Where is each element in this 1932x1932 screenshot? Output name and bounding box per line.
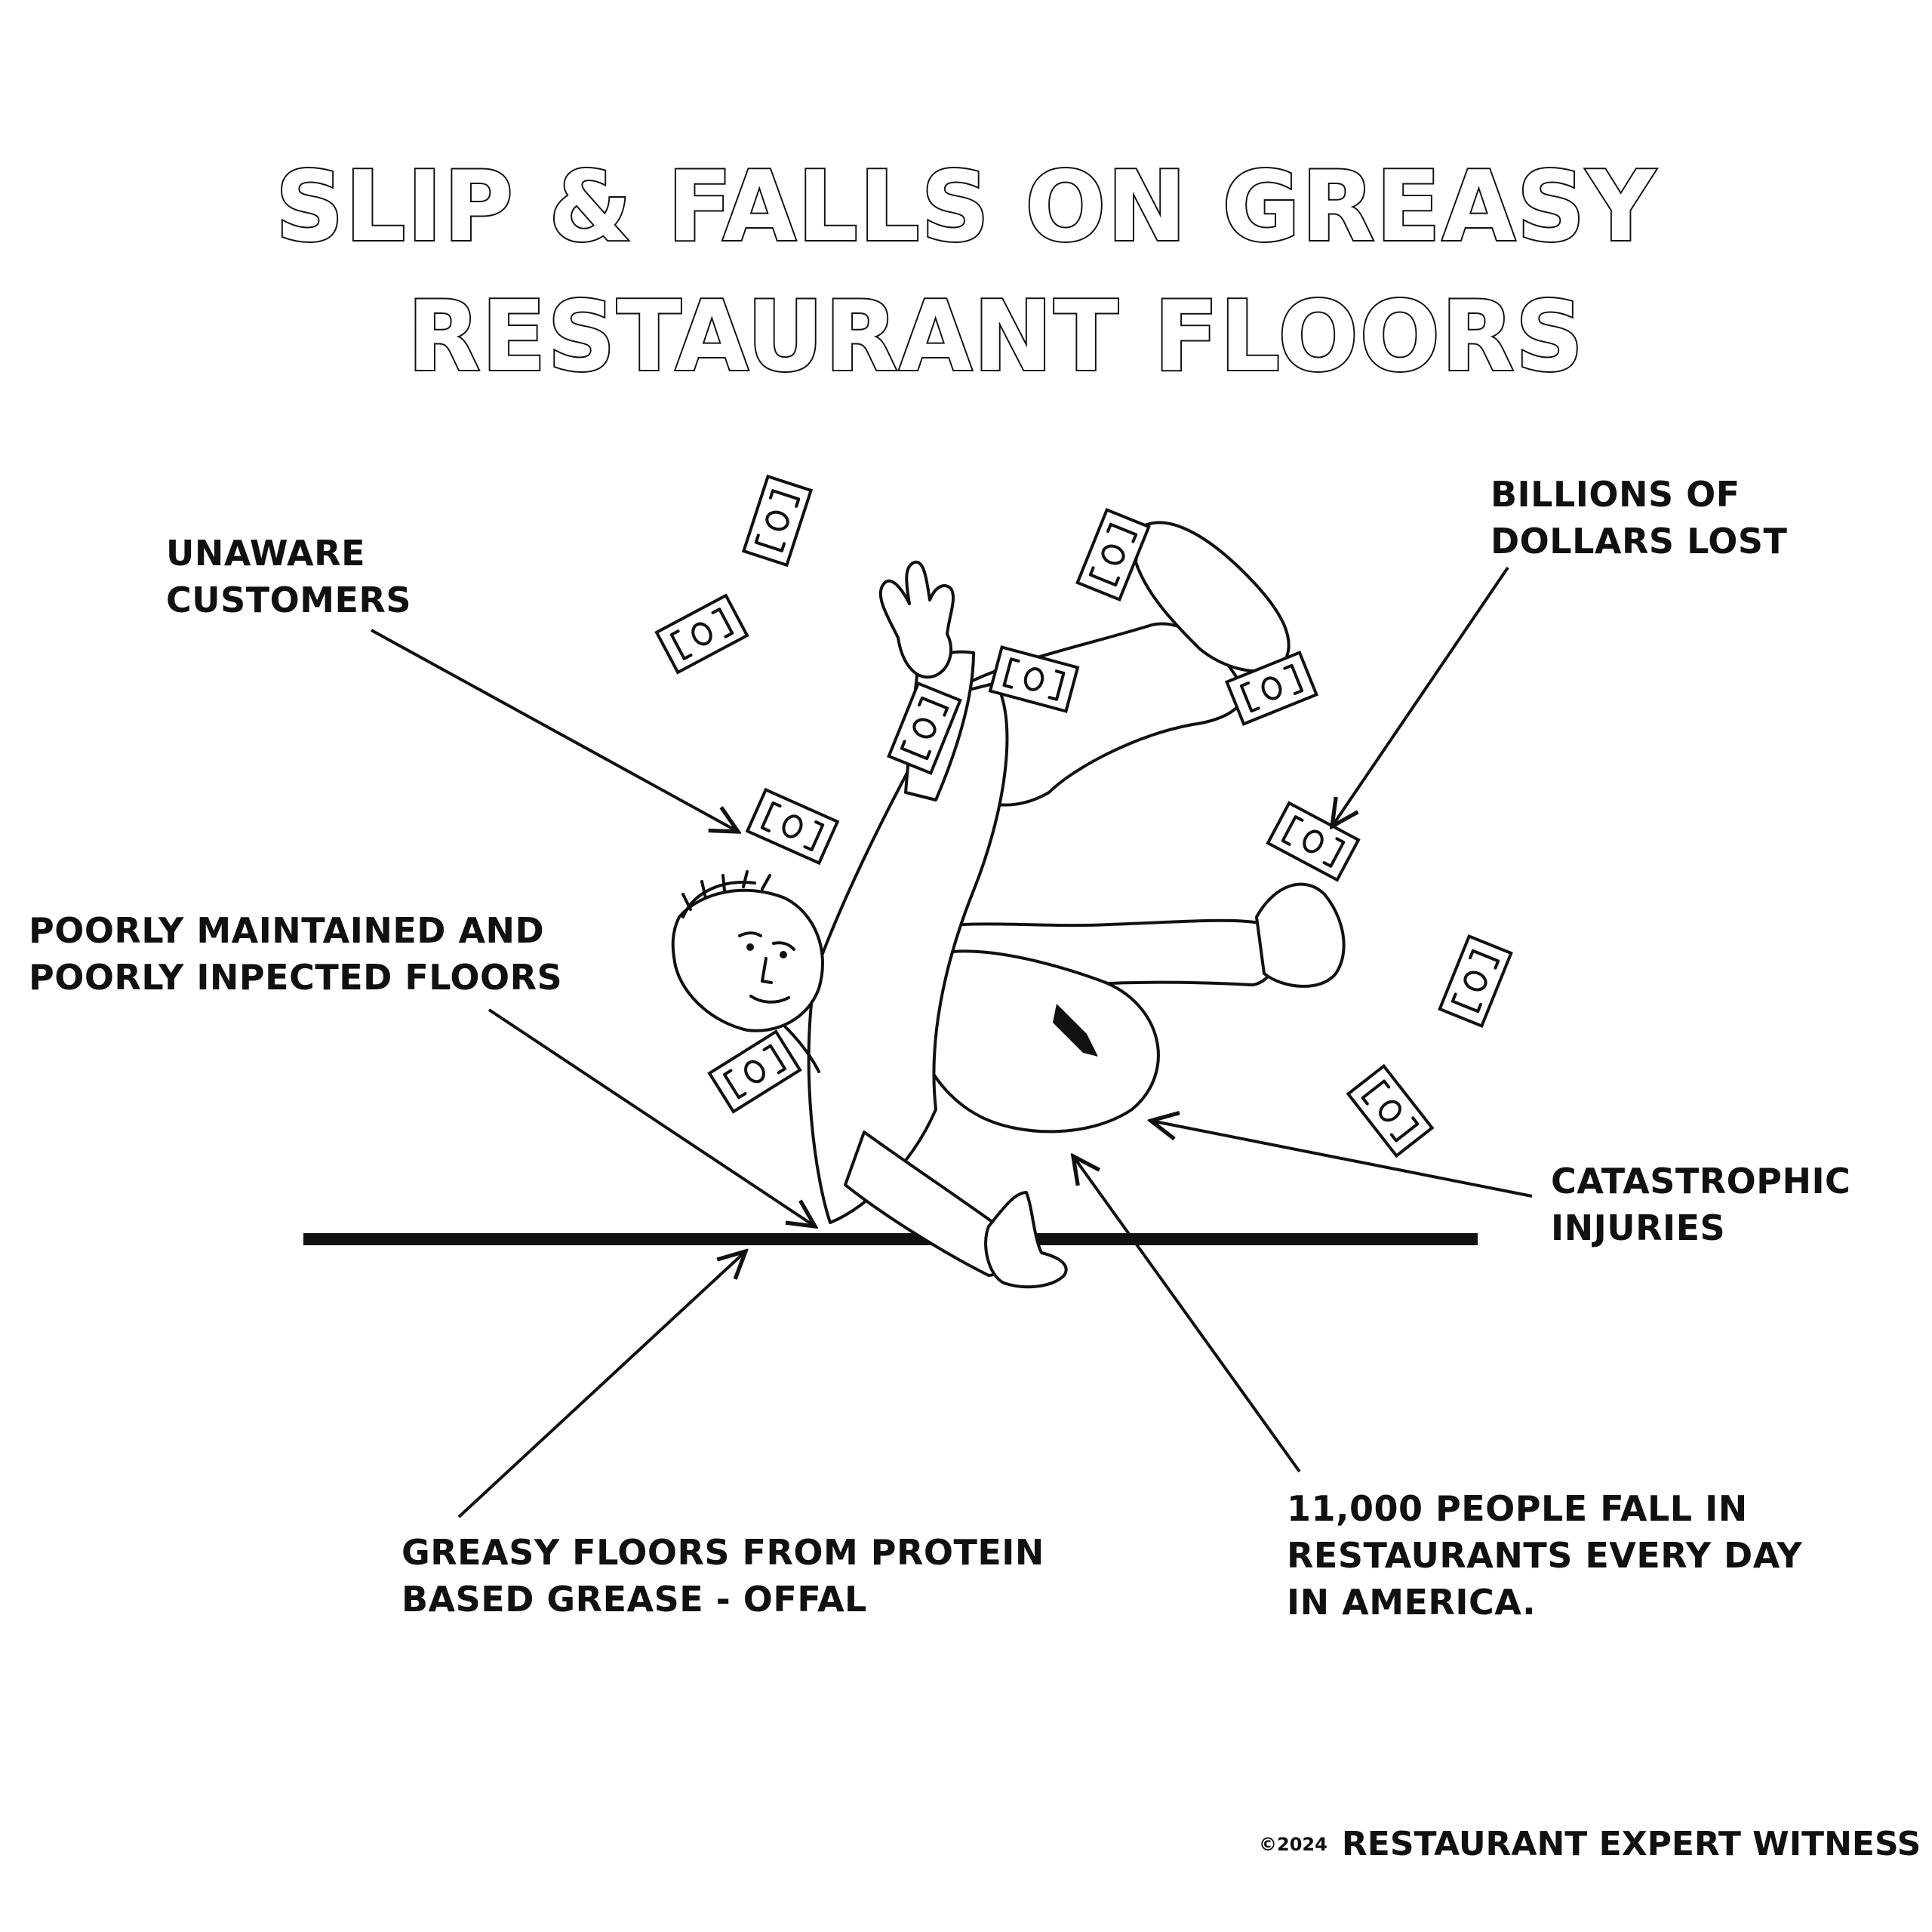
dollar-bill-icon	[1346, 1064, 1434, 1158]
title-line-2: RESTAURANT FLOORS	[408, 281, 1585, 393]
callout-line: BASED GREASE - OFFAL	[401, 1579, 867, 1620]
callout-catastrophic-injuries: CATASTROPHIC INJURIES	[1551, 1158, 1850, 1251]
callout-billions-lost: BILLIONS OF DOLLARS LOST	[1491, 471, 1787, 565]
arrow-unaware-customers	[371, 629, 738, 832]
dollar-bill-icon	[1075, 508, 1151, 601]
callout-greasy-floors: GREASY FLOORS FROM PROTEIN BASED GREASE …	[401, 1529, 1044, 1623]
arrow-billions-lost	[1332, 566, 1509, 826]
dollar-bill-icon	[1268, 803, 1358, 880]
callout-line: UNAWARE	[166, 533, 366, 574]
arrow-catastrophic-injuries	[1151, 1121, 1533, 1198]
dollar-bill-icon	[742, 475, 813, 567]
callout-line: BILLIONS OF	[1491, 474, 1740, 515]
dollar-bill-icon	[1438, 934, 1513, 1028]
arrow-falls-per-day	[1073, 1156, 1301, 1473]
copyright-year: ©2024	[1259, 1833, 1327, 1855]
callout-falls-per-day: 11,000 PEOPLE FALL IN RESTAURANTS EVERY …	[1287, 1485, 1802, 1626]
footer-credit: ©2024 RESTAURANT EXPERT WITNESS	[1259, 1825, 1921, 1863]
brand-name: RESTAURANT EXPERT WITNESS	[1341, 1825, 1921, 1863]
dollar-bill-icon	[746, 788, 839, 865]
callout-line: CATASTROPHIC	[1551, 1161, 1851, 1201]
callout-line: IN AMERICA.	[1287, 1582, 1537, 1623]
dollar-bill-icon	[708, 1030, 801, 1113]
dollar-bill-icon	[657, 595, 747, 672]
falling-man	[671, 521, 1346, 1289]
arrow-poorly-maintained	[488, 1008, 815, 1226]
callout-line: 11,000 PEOPLE FALL IN	[1287, 1488, 1748, 1529]
callout-unaware-customers: UNAWARE CUSTOMERS	[166, 530, 411, 623]
callout-line: DOLLARS LOST	[1491, 521, 1788, 561]
callout-arrows	[371, 566, 1533, 1518]
callout-line: INJURIES	[1551, 1208, 1726, 1248]
callout-line: POORLY MAINTAINED AND	[29, 910, 545, 951]
callout-poorly-maintained: POORLY MAINTAINED AND POORLY INPECTED FL…	[29, 907, 562, 1001]
callout-line: POORLY INPECTED FLOORS	[29, 957, 563, 998]
title-line-1: SLIP & FALLS ON GREASY	[275, 151, 1657, 263]
arrow-greasy-floors	[457, 1251, 746, 1518]
callout-line: CUSTOMERS	[166, 580, 411, 620]
callout-line: GREASY FLOORS FROM PROTEIN	[401, 1532, 1044, 1573]
callout-line: RESTAURANTS EVERY DAY	[1287, 1535, 1803, 1576]
